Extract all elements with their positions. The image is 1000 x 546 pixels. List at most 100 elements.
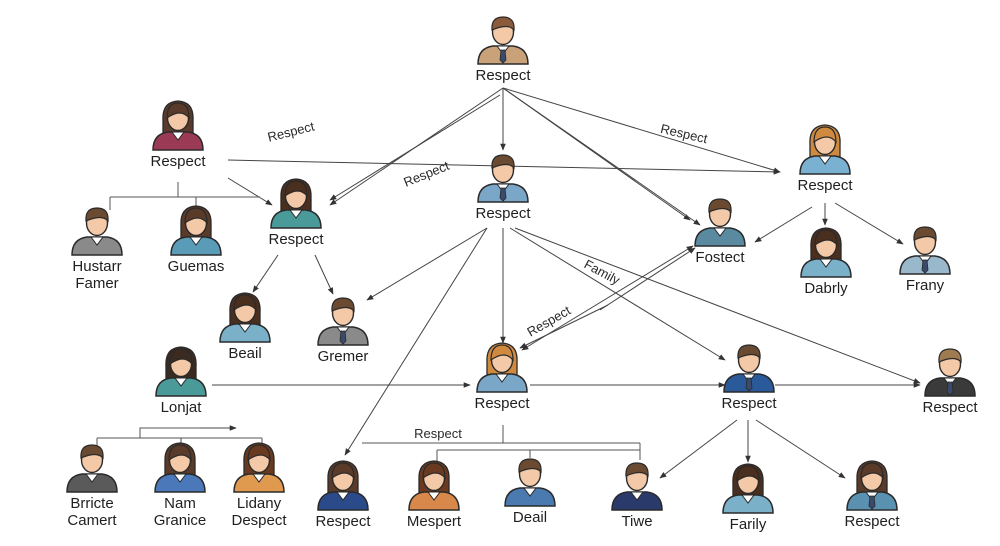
person-avatar-icon	[152, 100, 204, 151]
person-label: Deail	[513, 509, 547, 526]
person-avatar-icon	[233, 442, 285, 493]
person-node[interactable]: Mespert	[407, 460, 462, 530]
person-node[interactable]: Respect	[268, 178, 324, 248]
person-label: Granice	[154, 512, 207, 529]
person-label: Gremer	[318, 348, 369, 365]
arrow-edge	[366, 227, 488, 301]
person-label: Respect	[844, 513, 900, 530]
person-avatar-icon	[846, 460, 898, 511]
person-avatar-icon	[800, 227, 852, 278]
person-label: Mespert	[407, 513, 462, 530]
person-label: Respect	[315, 513, 371, 530]
person-avatar-icon	[504, 458, 556, 507]
arrow-edge	[344, 227, 488, 456]
person-label: Nam	[164, 495, 196, 512]
edge-label: Respect	[401, 158, 451, 190]
arrow-edge	[754, 206, 813, 243]
person-label: Respect	[150, 153, 206, 170]
person-node[interactable]: Fostect	[694, 198, 746, 266]
edge-label: Respect	[414, 426, 462, 441]
person-avatar-icon	[154, 442, 206, 493]
person-node[interactable]: Gremer	[317, 297, 369, 365]
arrow-edge	[252, 254, 279, 293]
edge-label: Respect	[266, 118, 316, 144]
person-node[interactable]: Farily	[722, 463, 774, 533]
person-avatar-icon	[924, 348, 976, 397]
person-label: Frany	[906, 277, 945, 294]
person-label: Dabrly	[804, 280, 848, 297]
arrow-edge	[502, 87, 701, 226]
person-avatar-icon	[477, 154, 529, 203]
person-avatar-icon	[723, 344, 775, 393]
person-label: Famer	[75, 275, 118, 292]
tree-connectors-layer	[96, 182, 641, 462]
person-node[interactable]: Deail	[504, 458, 556, 526]
person-node[interactable]: Respect	[797, 124, 853, 194]
person-node[interactable]: Respect	[315, 460, 371, 530]
person-avatar-icon	[694, 198, 746, 247]
person-node[interactable]: Respect	[150, 100, 206, 170]
person-label: Camert	[67, 512, 117, 529]
person-avatar-icon	[476, 342, 528, 393]
person-label: Despect	[231, 512, 287, 529]
person-label: Tiwe	[621, 513, 652, 530]
person-avatar-icon	[477, 16, 529, 65]
person-node[interactable]: Respect	[721, 344, 777, 412]
person-node[interactable]: Beail	[219, 292, 271, 362]
person-avatar-icon	[722, 463, 774, 514]
arrow-edge	[834, 202, 904, 245]
person-label: Fostect	[695, 249, 745, 266]
person-avatar-icon	[611, 462, 663, 511]
person-avatar-icon	[270, 178, 322, 229]
person-avatar-icon	[799, 124, 851, 175]
arrow-edge	[755, 419, 846, 479]
person-node[interactable]: Dabrly	[800, 227, 852, 297]
person-label: Lidany	[237, 495, 282, 512]
person-avatar-icon	[219, 292, 271, 343]
arrow-edge	[314, 254, 334, 295]
person-label: Respect	[474, 395, 530, 412]
person-node[interactable]: Frany	[899, 226, 951, 294]
person-label: Respect	[475, 205, 531, 222]
person-label: Guemas	[168, 258, 225, 275]
person-avatar-icon	[317, 297, 369, 346]
person-label: Lonjat	[161, 399, 203, 416]
person-avatar-icon	[66, 444, 118, 493]
arrow-edge	[329, 94, 501, 201]
arrow-edge-bidirectional	[521, 245, 694, 351]
person-label: Farily	[730, 516, 767, 533]
person-avatar-icon	[408, 460, 460, 511]
person-label: Respect	[475, 67, 531, 84]
person-avatar-icon	[155, 346, 207, 397]
people-layer: RespectRespectHustarrFamerGuemasRespectB…	[66, 16, 978, 533]
person-node[interactable]: Lonjat	[155, 346, 207, 416]
person-label: Beail	[228, 345, 261, 362]
person-label: Respect	[922, 399, 978, 416]
person-node[interactable]: Guemas	[168, 205, 225, 275]
person-node[interactable]: Tiwe	[611, 462, 663, 530]
person-label: Brricte	[70, 495, 113, 512]
person-node[interactable]: Respect	[475, 154, 531, 222]
person-node[interactable]: Respect	[474, 342, 530, 412]
person-avatar-icon	[71, 207, 123, 256]
person-label: Respect	[268, 231, 324, 248]
arrow-edge	[509, 227, 726, 361]
person-avatar-icon	[317, 460, 369, 511]
person-avatar-icon	[170, 205, 222, 256]
person-node[interactable]: Respect	[922, 348, 978, 416]
person-label: Hustarr	[72, 258, 121, 275]
person-label: Respect	[721, 395, 777, 412]
arrow-edge	[659, 419, 738, 479]
person-avatar-icon	[899, 226, 951, 275]
tree-connector	[139, 427, 232, 438]
arrow-edge	[227, 177, 273, 206]
person-node[interactable]: Respect	[844, 460, 900, 530]
person-node[interactable]: Respect	[475, 16, 531, 84]
person-label: Respect	[797, 177, 853, 194]
